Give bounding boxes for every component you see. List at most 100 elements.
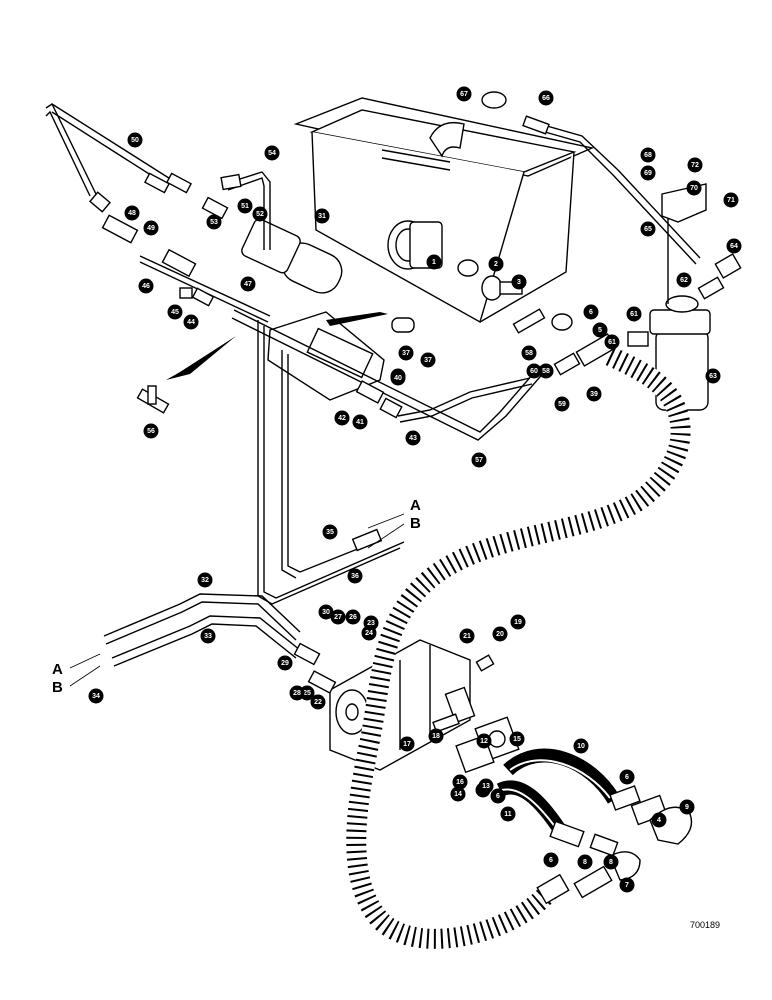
callout-label: 24: [365, 630, 373, 637]
callout-label: 17: [403, 741, 411, 748]
callout-41: 41: [352, 414, 368, 430]
callout-label: 8: [583, 859, 587, 866]
callout-40: 40: [390, 370, 406, 386]
callout-17: 17: [399, 736, 415, 752]
callout-label: 37: [402, 350, 410, 357]
callout-label: 7: [625, 882, 629, 889]
callout-label: 64: [730, 243, 738, 250]
line-marker-b-lower: B: [52, 679, 63, 696]
callout-label: 63: [709, 373, 717, 380]
callout-19: 19: [510, 614, 526, 630]
callout-label: 16: [456, 779, 464, 786]
callout-54: 54: [264, 145, 280, 161]
callout-66: 66: [538, 90, 554, 106]
callout-35: 35: [322, 524, 338, 540]
callout-label: 62: [680, 277, 688, 284]
callout-22: 22: [310, 694, 326, 710]
hydraulic-reservoir: [293, 97, 595, 324]
callout-15: 15: [509, 731, 525, 747]
callout-5: 5: [592, 322, 608, 338]
callout-label: 60: [530, 368, 538, 375]
corrugated-hose: [346, 346, 691, 949]
callout-1: 1: [426, 254, 442, 270]
callout-6: 6: [583, 304, 599, 320]
callout-label: 57: [475, 457, 483, 464]
callout-37: 37: [398, 345, 414, 361]
callout-label: 47: [244, 281, 252, 288]
callout-label: 30: [322, 609, 330, 616]
callout-70: 70: [686, 180, 702, 196]
callout-44: 44: [183, 314, 199, 330]
callout-53: 53: [206, 214, 222, 230]
callout-61: 61: [626, 306, 642, 322]
callout-3: 3: [511, 274, 527, 290]
suction-hoses: [496, 748, 693, 899]
callout-label: 31: [318, 213, 326, 220]
callout-label: 25: [303, 690, 311, 697]
callout-64: 64: [726, 238, 742, 254]
callout-label: 9: [685, 804, 689, 811]
callout-label: 67: [460, 91, 468, 98]
callout-11: 11: [500, 806, 516, 822]
callout-42: 42: [334, 410, 350, 426]
callout-label: 71: [727, 197, 735, 204]
callout-48: 48: [124, 205, 140, 221]
callout-label: 23: [367, 620, 375, 627]
callout-57: 57: [471, 452, 487, 468]
callout-33: 33: [200, 628, 216, 644]
callout-label: 52: [256, 211, 264, 218]
callout-label: 22: [314, 699, 322, 706]
callout-28: 28: [289, 685, 305, 701]
fittings: [89, 91, 742, 419]
callout-label: 58: [525, 350, 533, 357]
callout-label: 43: [409, 435, 417, 442]
callout-13: 13: [478, 778, 494, 794]
callout-21: 21: [459, 628, 475, 644]
tee-fitting: [136, 385, 170, 414]
callout-27: 27: [330, 609, 346, 625]
callout-label: 40: [394, 375, 402, 382]
callout-label: 18: [432, 733, 440, 740]
callout-60: 60: [526, 363, 542, 379]
callout-label: 19: [514, 619, 522, 626]
callout-label: 4: [657, 817, 661, 824]
callout-label: 42: [338, 415, 346, 422]
callout-label: 33: [204, 633, 212, 640]
callout-67: 67: [456, 86, 472, 102]
callout-63: 63: [705, 368, 721, 384]
callout-45: 45: [167, 304, 183, 320]
callout-label: 21: [463, 633, 471, 640]
callout-label: 20: [496, 631, 504, 638]
drawing-reference-number: 700189: [690, 920, 720, 930]
callout-label: 46: [142, 283, 150, 290]
hydraulic-lines: [45, 102, 701, 667]
callout-12: 12: [476, 733, 492, 749]
callout-69: 69: [640, 165, 656, 181]
callout-label: 1: [432, 259, 436, 266]
callout-6: 6: [619, 769, 635, 785]
callout-46: 46: [138, 278, 154, 294]
callout-39: 39: [586, 386, 602, 402]
callout-6: 6: [543, 852, 559, 868]
callout-26: 26: [345, 609, 361, 625]
callout-label: 32: [201, 577, 209, 584]
callout-24: 24: [361, 625, 377, 641]
callout-label: 28: [293, 690, 301, 697]
callout-label: 8: [609, 859, 613, 866]
callout-32: 32: [197, 572, 213, 588]
callout-label: 68: [644, 152, 652, 159]
callout-label: 61: [608, 339, 616, 346]
callout-71: 71: [723, 192, 739, 208]
callout-label: 53: [210, 219, 218, 226]
callout-2: 2: [488, 256, 504, 272]
callout-31: 31: [314, 208, 330, 224]
callout-18: 18: [428, 728, 444, 744]
hydraulic-pump: [293, 639, 520, 774]
callout-label: 35: [326, 529, 334, 536]
callout-label: 36: [351, 573, 359, 580]
callout-7: 7: [619, 877, 635, 893]
callout-65: 65: [640, 221, 656, 237]
callout-label: 13: [482, 783, 490, 790]
callout-label: 14: [454, 791, 462, 798]
